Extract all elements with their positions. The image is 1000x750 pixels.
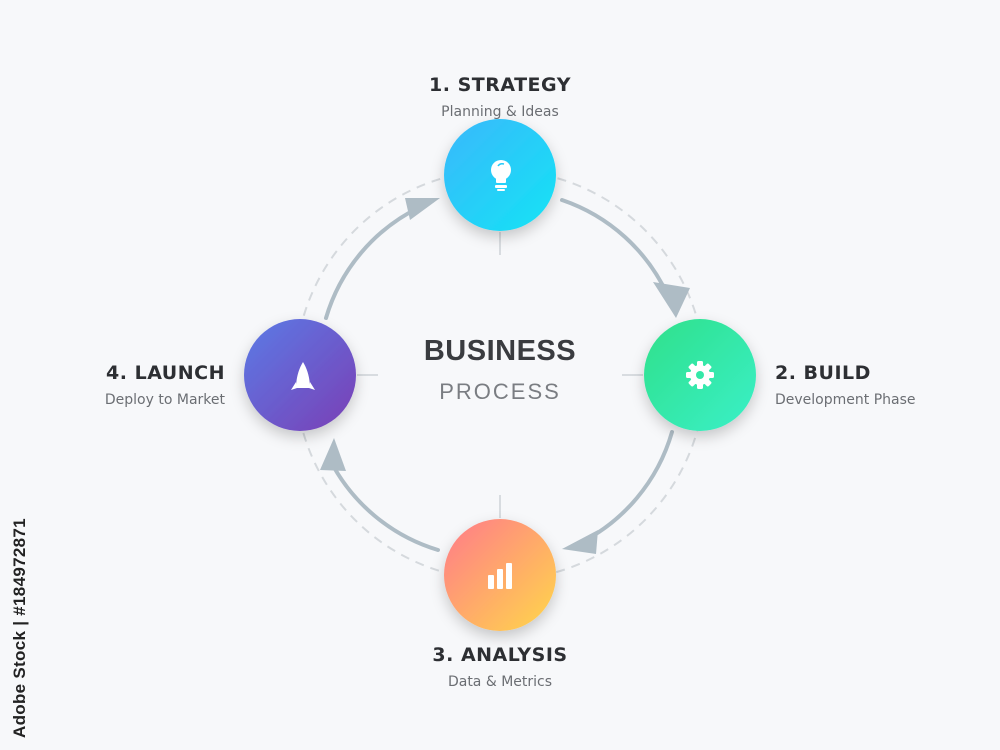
step-strategy-subtitle: Planning & Ideas: [441, 104, 559, 120]
step-build-node: [644, 319, 756, 431]
step-analysis-title: 3. ANALYSIS: [432, 644, 568, 666]
arrow-build-to-analysis: [576, 430, 674, 546]
rocket-icon: [291, 362, 315, 390]
step-launch-title: 4. LAUNCH: [106, 362, 225, 384]
arrowhead-analysis: [562, 530, 598, 554]
arrowhead-launch: [320, 438, 346, 471]
stock-id-watermark: Adobe Stock | #184972871: [10, 518, 29, 738]
step-analysis-node: [444, 519, 556, 631]
bar-chart-icon: [488, 563, 512, 589]
step-launch-node: [244, 319, 356, 431]
step-analysis-subtitle: Data & Metrics: [447, 674, 553, 690]
flow-arrows: [324, 198, 674, 552]
center-title: BUSINESS: [423, 335, 577, 367]
arrowhead-strategy: [405, 198, 440, 220]
lightbulb-icon: [491, 160, 511, 191]
arrow-heads: [320, 198, 690, 554]
dashed-ring: [294, 169, 706, 581]
arrow-strategy-to-build: [560, 198, 670, 298]
tick-marks: [357, 232, 643, 518]
step-build-title: 2. BUILD: [775, 362, 871, 384]
step-build-subtitle: Development Phase: [775, 392, 916, 408]
arrow-analysis-to-launch: [328, 458, 440, 552]
gear-icon: [686, 361, 714, 389]
step-strategy-node: [444, 119, 556, 231]
center-subtitle: PROCESS: [439, 379, 561, 404]
arrowhead-build: [653, 282, 690, 318]
step-strategy-title: 1. STRATEGY: [429, 74, 571, 96]
step-launch-subtitle: Deploy to Market: [104, 392, 225, 408]
arrow-launch-to-strategy: [324, 205, 422, 320]
